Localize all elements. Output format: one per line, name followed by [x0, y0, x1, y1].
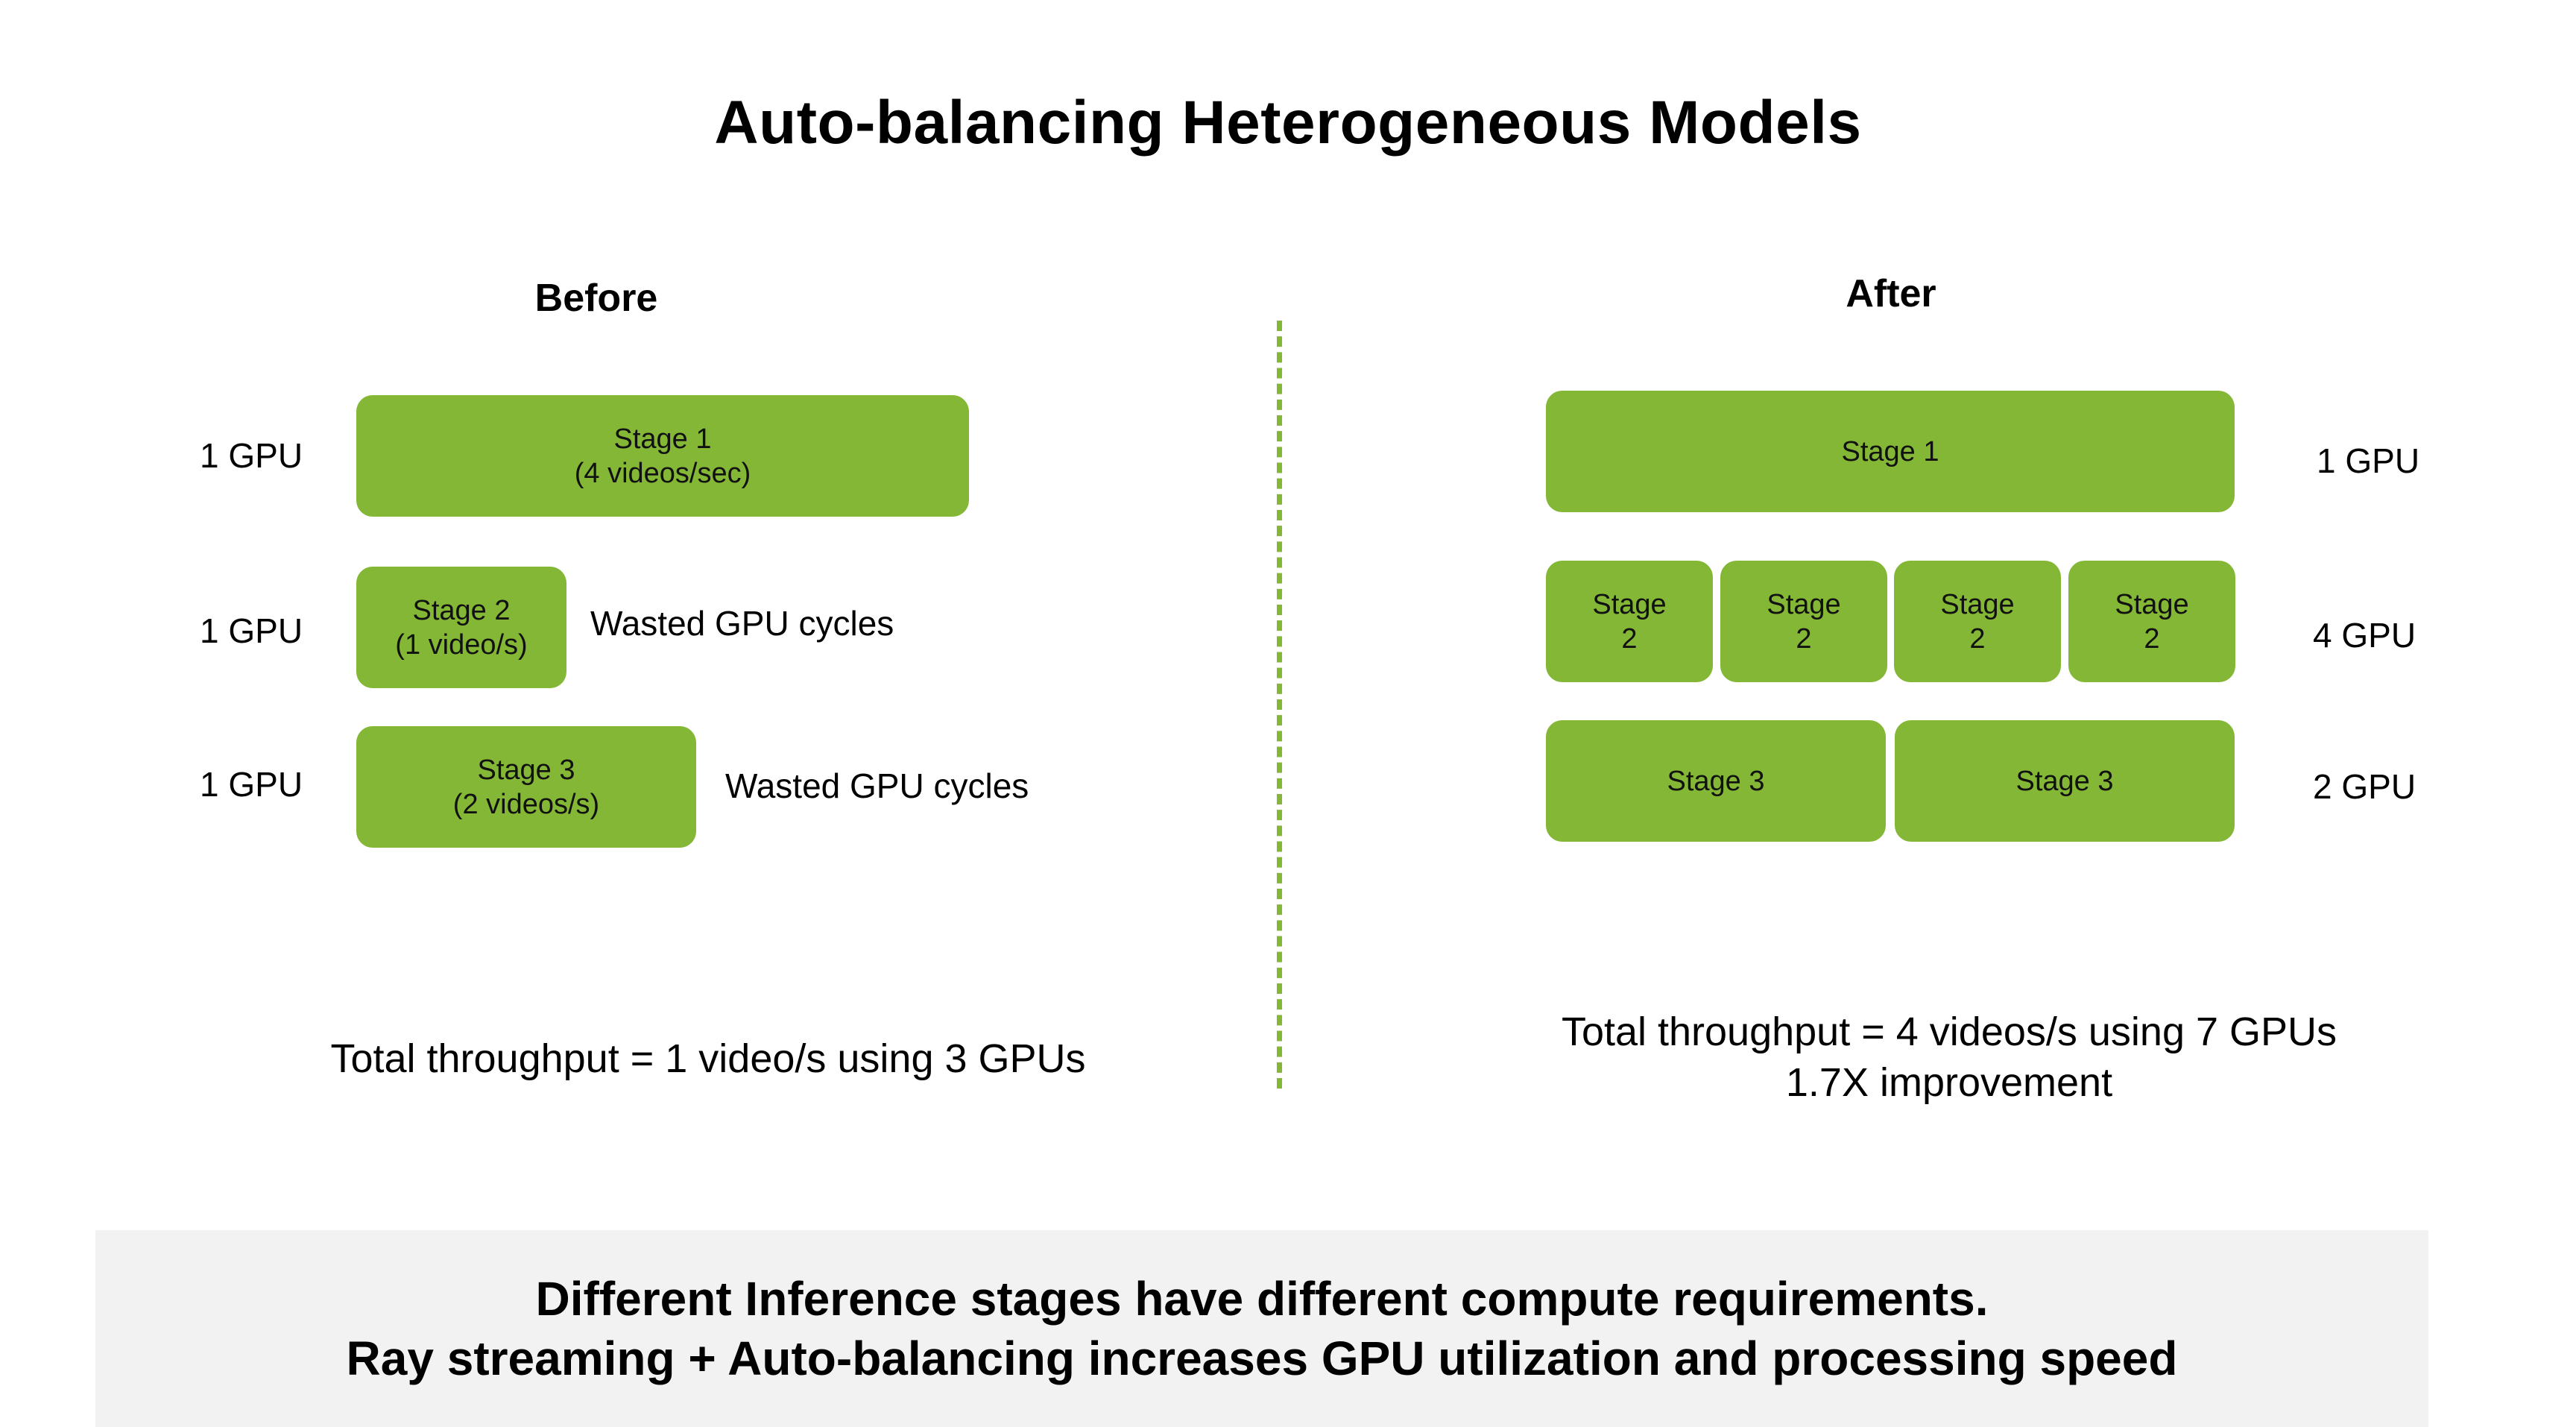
column-divider: [1277, 321, 1282, 1089]
before-stage2-name: Stage 2: [412, 594, 511, 626]
after-improvement-line: 1.7X improvement: [1785, 1060, 2113, 1105]
after-row1-gpu-label: 1 GPU: [2317, 441, 2420, 480]
before-total-throughput: Total throughput = 1 video/s using 3 GPU…: [330, 1036, 1086, 1081]
after-total-throughput: Total throughput = 4 videos/s using 7 GP…: [1491, 1007, 2408, 1108]
after-stage2-box-2-line2: 2: [1796, 623, 1812, 655]
before-stage1-name: Stage 1: [613, 423, 712, 455]
footer-line1: Different Inference stages have differen…: [535, 1272, 1989, 1326]
after-stage2-box-1-line1: Stage: [1592, 588, 1667, 620]
after-total-line1: Total throughput = 4 videos/s using 7 GP…: [1561, 1009, 2337, 1054]
after-stage2-box-1: Stage 2: [1546, 561, 1713, 682]
footer-line2: Ray streaming + Auto-balancing increases…: [346, 1332, 2178, 1385]
before-stage3-name: Stage 3: [477, 754, 575, 786]
before-stage3-rate: (2 videos/s): [452, 788, 600, 820]
after-stage2-box-4: Stage 2: [2068, 561, 2235, 682]
after-heading: After: [1846, 272, 1936, 315]
after-stage2-box-2: Stage 2: [1720, 561, 1887, 682]
before-row3-wasted-note: Wasted GPU cycles: [725, 766, 1029, 805]
after-stage2-box-4-line2: 2: [2144, 623, 2160, 655]
after-stage2-box-3-line1: Stage: [1940, 588, 2015, 620]
before-heading: Before: [534, 277, 658, 320]
before-stage2-box: Stage 2 (1 video/s): [356, 567, 566, 688]
before-row1-gpu-label: 1 GPU: [200, 436, 303, 475]
after-stage3-box-2-label: Stage 3: [2015, 765, 2114, 797]
before-row2-gpu-label: 1 GPU: [200, 611, 303, 650]
footer-banner: Different Inference stages have differen…: [95, 1230, 2428, 1427]
before-stage2-rate: (1 video/s): [395, 629, 528, 661]
after-stage3-box-1: Stage 3: [1546, 720, 1886, 842]
after-stage1-box: Stage 1: [1546, 391, 2235, 512]
after-stage2-box-3: Stage 2: [1894, 561, 2061, 682]
diagram-title: Auto-balancing Heterogeneous Models: [714, 89, 1862, 157]
before-stage3-box: Stage 3 (2 videos/s): [356, 726, 696, 848]
after-stage3-box-2: Stage 3: [1895, 720, 2235, 842]
after-row2-gpu-label: 4 GPU: [2313, 616, 2416, 655]
after-stage2-box-3-line2: 2: [1969, 623, 1986, 655]
after-stage2-box-4-line1: Stage: [2115, 588, 2189, 620]
after-stage3-box-1-label: Stage 3: [1667, 765, 1765, 797]
after-stage2-box-2-line1: Stage: [1767, 588, 1841, 620]
before-row3-gpu-label: 1 GPU: [200, 765, 303, 804]
before-stage1-box: Stage 1 (4 videos/sec): [356, 395, 969, 517]
before-row2-wasted-note: Wasted GPU cycles: [590, 604, 894, 643]
after-stage1-label: Stage 1: [1841, 435, 1939, 467]
after-row3-gpu-label: 2 GPU: [2313, 767, 2416, 806]
before-stage1-rate: (4 videos/sec): [574, 457, 751, 489]
after-stage2-box-1-line2: 2: [1621, 623, 1638, 655]
